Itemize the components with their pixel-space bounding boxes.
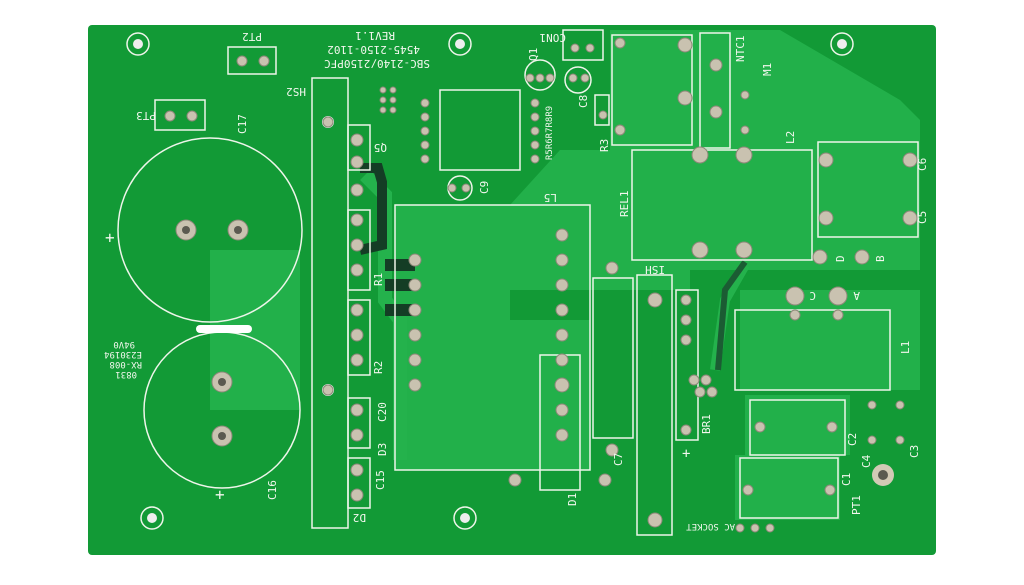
mounting-holes [126, 32, 894, 530]
polarity-plus-c17: + [105, 228, 115, 247]
label-c4: C4 [860, 454, 873, 468]
title-line-1: SBC-2140/2150PFC [324, 57, 430, 70]
label-l1: L1 [899, 341, 912, 354]
pads [164, 37, 918, 533]
label-l2: L2 [784, 131, 797, 144]
polarity-plus-br1: + [682, 446, 690, 462]
label-c1: C1 [840, 473, 853, 486]
label-d2: D2 [353, 511, 366, 524]
polarity-plus-c16: + [215, 485, 225, 504]
title-line-2: 4545-2150-1102 [327, 43, 420, 56]
component-outlines [154, 29, 919, 536]
label-a: A [853, 289, 860, 302]
label-c6: C6 [916, 158, 929, 171]
label-c20: C20 [376, 402, 389, 422]
label-c2: C2 [846, 433, 859, 446]
label-c15: C15 [374, 470, 387, 490]
capacitor-c17 [117, 137, 303, 323]
label-r1: R1 [372, 273, 385, 286]
label-r5-r9: R5R6R7R8R9 [545, 106, 555, 160]
cert-line-3: E230194 [104, 349, 142, 359]
label-ac-socket: AC SOCKET [686, 521, 735, 531]
capacitor-c16 [143, 325, 301, 489]
label-br1: BR1 [700, 414, 713, 434]
label-d3: D3 [376, 443, 389, 456]
label-ntc1: NTC1 [734, 36, 747, 63]
label-pt3: PT3 [136, 109, 156, 122]
label-c5: C5 [916, 211, 929, 224]
label-r3: R3 [598, 139, 611, 152]
cert-line-1: 0831 [115, 369, 137, 379]
label-d: D [834, 255, 847, 262]
label-c16: C16 [266, 480, 279, 500]
label-m1: M1 [761, 63, 774, 76]
label-d1: D1 [566, 493, 579, 506]
label-pt1: PT1 [850, 495, 863, 515]
label-ish: ISH [645, 263, 665, 276]
label-hs2: HS2 [286, 85, 306, 98]
label-q5: Q5 [374, 141, 387, 154]
title-line-3: REV1.1 [355, 29, 395, 42]
label-rel1: REL1 [618, 191, 631, 218]
label-b: B [874, 255, 887, 262]
cert-line-4: 94V0 [113, 339, 135, 349]
label-c17: C17 [236, 114, 249, 134]
cert-line-2: RX-008 [109, 359, 142, 369]
silkscreen-text: SBC-2140/2150PFC 4545-2150-1102 REV1.1 0… [104, 29, 929, 531]
label-c: C [809, 289, 816, 302]
label-r2: R2 [372, 361, 385, 374]
label-c7: C7 [612, 453, 625, 466]
label-con1: CON1 [540, 31, 567, 44]
label-c3: C3 [908, 445, 921, 458]
label-c8: C8 [577, 95, 590, 108]
label-c9: C9 [478, 181, 491, 194]
label-q1: Q1 [527, 48, 540, 61]
label-l5: L5 [544, 191, 557, 204]
label-pt2: PT2 [242, 30, 262, 43]
